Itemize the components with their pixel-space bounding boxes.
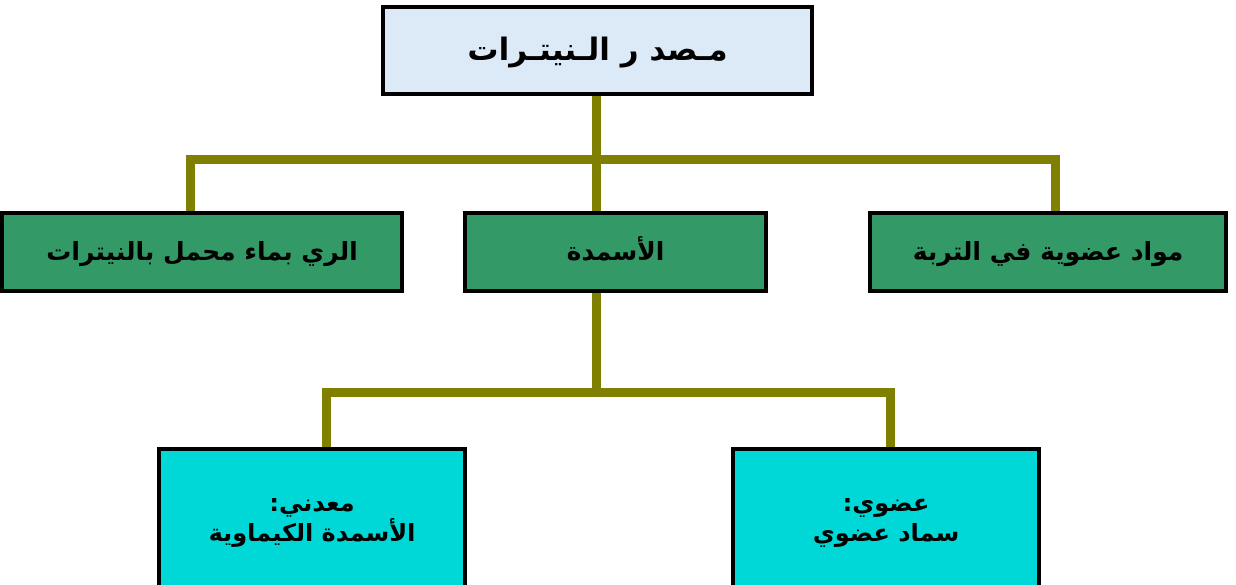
node-organic-label-line1: عضوي: [842,489,930,517]
node-organic-soil-label: مواد عضوية في التربة [912,237,1184,267]
connector-drop-irrigation [186,155,195,213]
node-mineral-label-line1: معدني: [269,489,355,517]
node-irrigation-water: الري بماء محمل بالنيترات [0,211,404,293]
node-fertilizer-label: الأسمدة [566,237,665,267]
connector-drop-organic-soil [1051,155,1060,213]
node-root-label: مـصد ر الـنيتـرات [467,32,728,69]
node-mineral-fertilizer: معدني: الأسمدة الكيماوية [157,447,467,585]
node-organic-label-line2: سماد عضوي [812,519,960,547]
node-root-nitrate-source: مـصد ر الـنيتـرات [381,5,814,96]
connector-lower-bus [322,388,895,397]
connector-upper-bus [186,155,1060,164]
node-fertilizers: الأسمدة [463,211,768,293]
connector-root-stem [592,95,601,161]
node-organic-fertilizer: عضوي: سماد عضوي [731,447,1041,585]
node-irrigation-label: الري بماء محمل بالنيترات [46,237,358,267]
connector-drop-organic [886,388,895,449]
node-mineral-label-line2: الأسمدة الكيماوية [208,519,416,547]
node-organic-matter-soil: مواد عضوية في التربة [868,211,1228,293]
connector-drop-mineral [322,388,331,449]
connector-fertilizer-stem [592,291,601,392]
connector-drop-fertilizer [592,155,601,213]
